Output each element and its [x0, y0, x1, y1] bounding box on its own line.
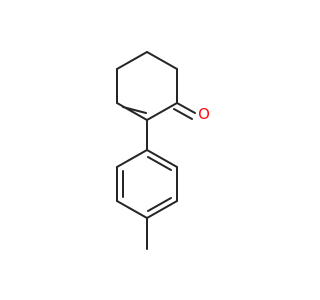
bond-ar-inner-2: [147, 197, 172, 212]
bond-ar4-ar5: [116, 200, 148, 219]
bond-ar3-ar4: [146, 200, 178, 219]
bond-ar-inner-1: [147, 156, 172, 171]
bond-c4-c5: [146, 102, 178, 121]
bond-ar6-ar1: [116, 149, 148, 168]
molecule-diagram: O: [116, 51, 210, 250]
bond-carbonyl-2: [173, 108, 193, 120]
bond-c3-c4: [116, 102, 148, 121]
bond-c3-c4-double: [122, 106, 147, 114]
bond-ar1-ar2: [146, 149, 178, 168]
bond-c1-c2: [116, 51, 148, 70]
bond-carbonyl-1: [176, 102, 196, 114]
atom-oxygen-label: O: [198, 105, 210, 123]
bond-c6-c1: [146, 51, 178, 70]
structure-drawing: O: [116, 51, 210, 250]
